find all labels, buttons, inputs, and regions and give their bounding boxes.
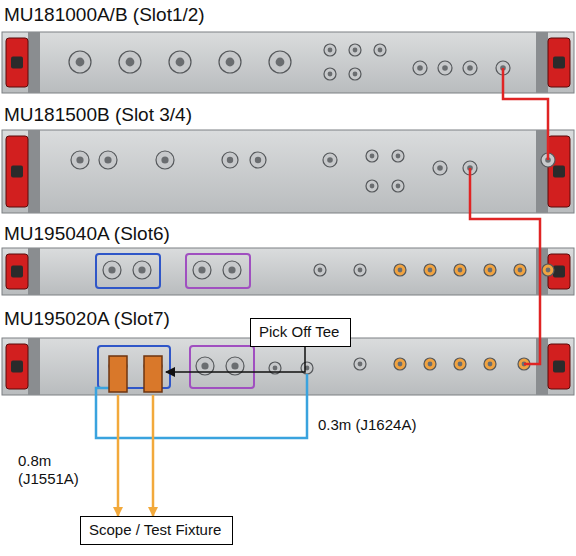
pick-off-tee xyxy=(144,356,162,392)
clock-cable xyxy=(470,168,540,364)
output-cable xyxy=(152,395,155,516)
cable-length-label: 0.3m (J1624A) xyxy=(318,416,416,434)
module-label: MU181500B (Slot 3/4) xyxy=(0,103,196,127)
leader-arrow xyxy=(166,347,305,372)
output-cable xyxy=(117,395,120,516)
module-panel xyxy=(2,248,574,295)
instrument-module: MU181000A/B (Slot1/2) xyxy=(0,3,576,93)
instrument-module: MU181500B (Slot 3/4) xyxy=(0,103,576,213)
module-label: MU195040A (Slot6) xyxy=(0,222,174,246)
destination-box: Scope / Test Fixture xyxy=(80,516,233,545)
box-label: Scope / Test Fixture xyxy=(89,520,224,539)
clock-cable xyxy=(503,68,548,160)
module-label: MU181000A/B (Slot1/2) xyxy=(0,3,209,27)
callout-box: Pick Off Tee xyxy=(250,318,351,347)
box-label: Pick Off Tee xyxy=(259,322,342,341)
instrument-module: MU195040A (Slot6) xyxy=(0,222,576,295)
cable-length-label: 0.8m (J1551A) xyxy=(18,452,92,488)
module-label: MU195020A (Slot7) xyxy=(0,307,174,331)
module-panel xyxy=(2,130,574,213)
module-panel xyxy=(2,32,574,93)
module-panels xyxy=(2,32,574,395)
pick-off-tee xyxy=(109,356,127,392)
